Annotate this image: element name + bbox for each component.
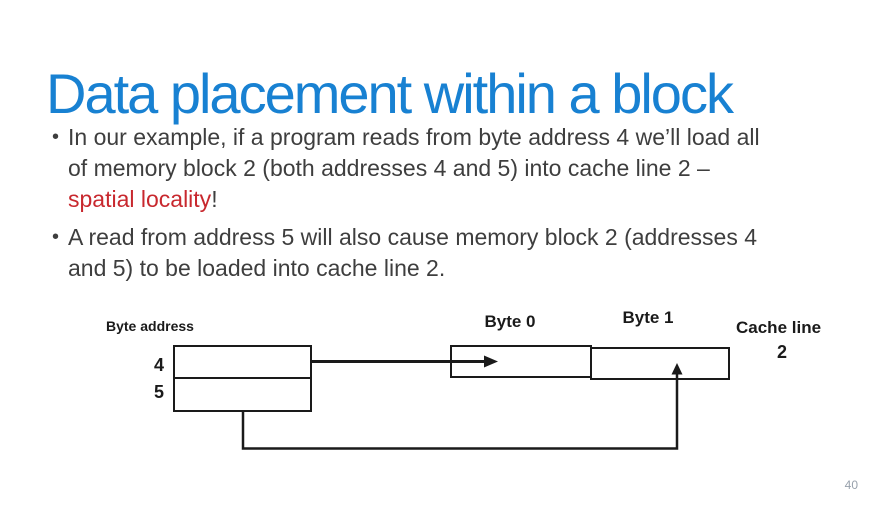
- byte-address-label: Byte address: [106, 318, 194, 334]
- bullet-text: In our example, if a program reads from …: [68, 124, 760, 150]
- byte0-label: Byte 0: [484, 312, 536, 331]
- bullet-text: A read from address 5 will also cause me…: [68, 224, 758, 250]
- slide-title: Data placement within a block: [46, 61, 734, 125]
- memory-row-5-box: [173, 377, 312, 412]
- bullet-2-line-1: A read from address 5 will also cause me…: [68, 222, 870, 253]
- cache-byte0-box: [450, 345, 592, 378]
- cache-line-number: 2: [776, 342, 787, 362]
- bullet-1-line-1: In our example, if a program reads from …: [68, 122, 870, 153]
- bullet-text: !: [211, 186, 218, 212]
- bullet-item-1: • In our example, if a program reads fro…: [46, 122, 870, 215]
- bullet-2-line-2: and 5) to be loaded into cache line 2.: [68, 253, 870, 284]
- cache-line-label: Cache line: [736, 318, 822, 337]
- bullet-text: of memory block 2 (both addresses 4 and …: [68, 155, 710, 181]
- memory-row-4-box: [173, 345, 312, 379]
- bullet-1-line-2: of memory block 2 (both addresses 4 and …: [68, 153, 870, 184]
- bullet-marker: •: [52, 126, 60, 148]
- byte-address-4-label: 4: [153, 355, 164, 375]
- byte1-label: Byte 1: [622, 308, 674, 327]
- bullet-1-line-3: spatial locality!: [68, 184, 870, 215]
- bullet-item-2: • A read from address 5 will also cause …: [46, 222, 870, 284]
- bullet-marker: •: [52, 226, 60, 248]
- page-number: 40: [844, 478, 858, 492]
- bullet-text: and 5) to be loaded into cache line 2.: [68, 255, 446, 281]
- byte-address-5-label: 5: [153, 382, 164, 402]
- spatial-locality-highlight: spatial locality: [68, 186, 212, 212]
- cache-byte1-box: [590, 347, 730, 380]
- bullet-list: • In our example, if a program reads fro…: [46, 122, 870, 284]
